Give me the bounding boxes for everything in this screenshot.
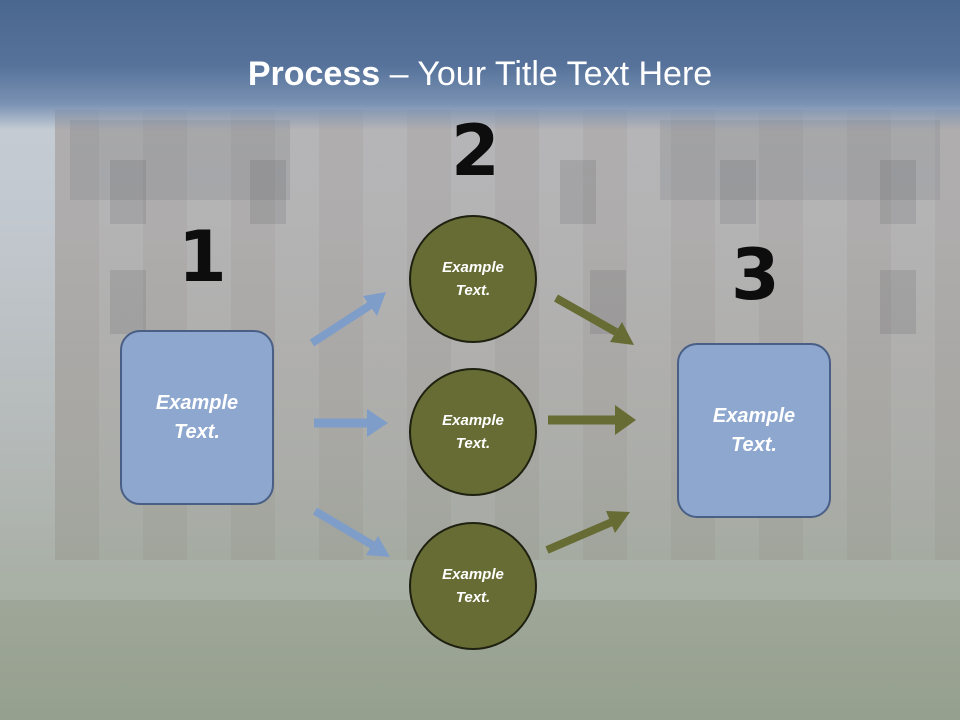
slide-title: Process – Your Title Text Here xyxy=(0,52,960,96)
background-window xyxy=(880,270,916,334)
blue-arrows xyxy=(309,292,390,557)
arrow-bottom-to-right xyxy=(545,518,614,554)
background-roof xyxy=(70,120,290,200)
arrow-left-to-bottom xyxy=(312,507,377,550)
background-window xyxy=(250,160,286,224)
left-process-box: Example Text. xyxy=(120,330,274,505)
right-process-box: Example Text. xyxy=(677,343,831,518)
arrow-head xyxy=(615,405,636,435)
arrow-left-to-top xyxy=(309,300,375,347)
arrow-top-to-right xyxy=(554,294,618,336)
background-window xyxy=(110,270,146,334)
step-number-3: 3 xyxy=(731,234,780,316)
arrow-head xyxy=(610,322,634,345)
background-roof xyxy=(660,120,940,200)
arrow-head xyxy=(606,511,630,533)
arrow-head xyxy=(366,536,390,557)
circle-bottom: Example Text. xyxy=(409,522,537,650)
arrow-head xyxy=(367,409,388,437)
background-window xyxy=(110,160,146,224)
circle-top: Example Text. xyxy=(409,215,537,343)
title-band xyxy=(0,0,960,130)
circle-middle: Example Text. xyxy=(409,368,537,496)
step-number-2: 2 xyxy=(451,110,500,192)
background-window xyxy=(880,160,916,224)
background-window xyxy=(560,160,596,224)
title-bold-part: Process xyxy=(247,55,381,93)
olive-arrows xyxy=(545,294,636,554)
background-window xyxy=(720,160,756,224)
arrow-head xyxy=(363,292,386,316)
title-rest: – Your Title Text Here xyxy=(380,55,713,93)
step-number-1: 1 xyxy=(178,216,227,298)
